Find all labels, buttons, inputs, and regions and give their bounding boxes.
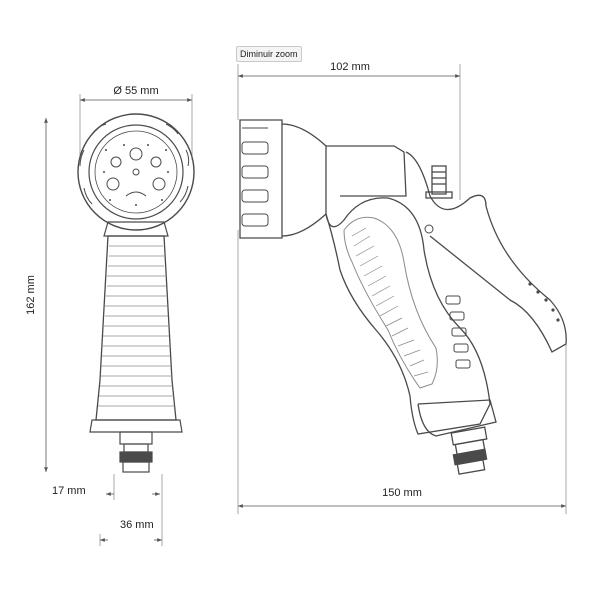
nozzle-grip-lines xyxy=(241,127,269,227)
grip-texture xyxy=(351,227,429,377)
trigger xyxy=(405,151,567,353)
side-view xyxy=(239,119,567,475)
dial-face xyxy=(94,130,178,214)
grip-rubber xyxy=(343,216,438,389)
dial-inner-ring xyxy=(88,124,184,220)
dimension-lines xyxy=(44,64,567,546)
dim-connector-height: 17 mm xyxy=(52,485,86,497)
dim-total-length: 150 mm xyxy=(382,487,422,499)
spray-pattern xyxy=(106,147,166,197)
spray-dots xyxy=(103,144,169,206)
dim-head-length: 102 mm xyxy=(330,61,370,73)
side-connector xyxy=(450,426,488,475)
flow-knob xyxy=(425,165,453,199)
zoom-out-button[interactable]: Diminuir zoom xyxy=(236,46,302,62)
dim-front-diameter: Ø 55 mm xyxy=(113,85,158,97)
grip-base xyxy=(417,399,497,437)
lock-slots xyxy=(445,295,471,369)
trigger-pivot xyxy=(424,224,434,234)
dim-connector-width: 36 mm xyxy=(120,519,154,531)
nozzle-head xyxy=(239,119,283,239)
collar xyxy=(103,221,169,237)
grip-body xyxy=(325,197,491,435)
handle-body xyxy=(95,235,177,421)
dial-scallops xyxy=(79,123,190,205)
nozzle-cone xyxy=(281,123,327,237)
dial-outer-ring xyxy=(77,113,195,231)
front-connector xyxy=(119,431,153,473)
handle-ribs xyxy=(98,245,175,407)
dim-total-height: 162 mm xyxy=(25,275,37,315)
front-view xyxy=(77,113,195,473)
trigger-dots xyxy=(528,282,560,322)
barrel xyxy=(326,145,407,197)
handle-base xyxy=(89,419,183,433)
